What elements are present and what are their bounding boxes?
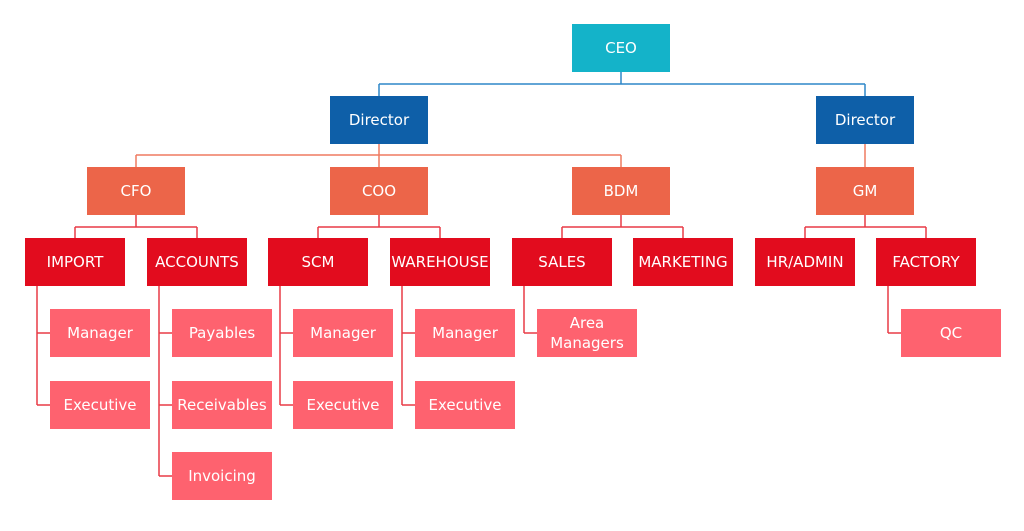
node-hr-admin: HR/ADMIN: [755, 238, 855, 286]
node-ceo: CEO: [572, 24, 670, 72]
node-import-executive: Executive: [50, 381, 150, 429]
node-receivables: Receivables: [172, 381, 272, 429]
node-factory: FACTORY: [876, 238, 976, 286]
node-cfo: CFO: [87, 167, 185, 215]
node-accounts: ACCOUNTS: [147, 238, 247, 286]
node-warehouse-manager: Manager: [415, 309, 515, 357]
node-scm-executive: Executive: [293, 381, 393, 429]
node-area-managers: Area Managers: [537, 309, 637, 357]
node-warehouse-executive: Executive: [415, 381, 515, 429]
node-sales: SALES: [512, 238, 612, 286]
node-director-right: Director: [816, 96, 914, 144]
node-qc: QC: [901, 309, 1001, 357]
node-scm: SCM: [268, 238, 368, 286]
node-coo: COO: [330, 167, 428, 215]
node-scm-manager: Manager: [293, 309, 393, 357]
node-bdm: BDM: [572, 167, 670, 215]
node-invoicing: Invoicing: [172, 452, 272, 500]
node-import: IMPORT: [25, 238, 125, 286]
node-warehouse: WAREHOUSE: [390, 238, 490, 286]
node-gm: GM: [816, 167, 914, 215]
node-marketing: MARKETING: [633, 238, 733, 286]
node-director-left: Director: [330, 96, 428, 144]
node-payables: Payables: [172, 309, 272, 357]
node-import-manager: Manager: [50, 309, 150, 357]
